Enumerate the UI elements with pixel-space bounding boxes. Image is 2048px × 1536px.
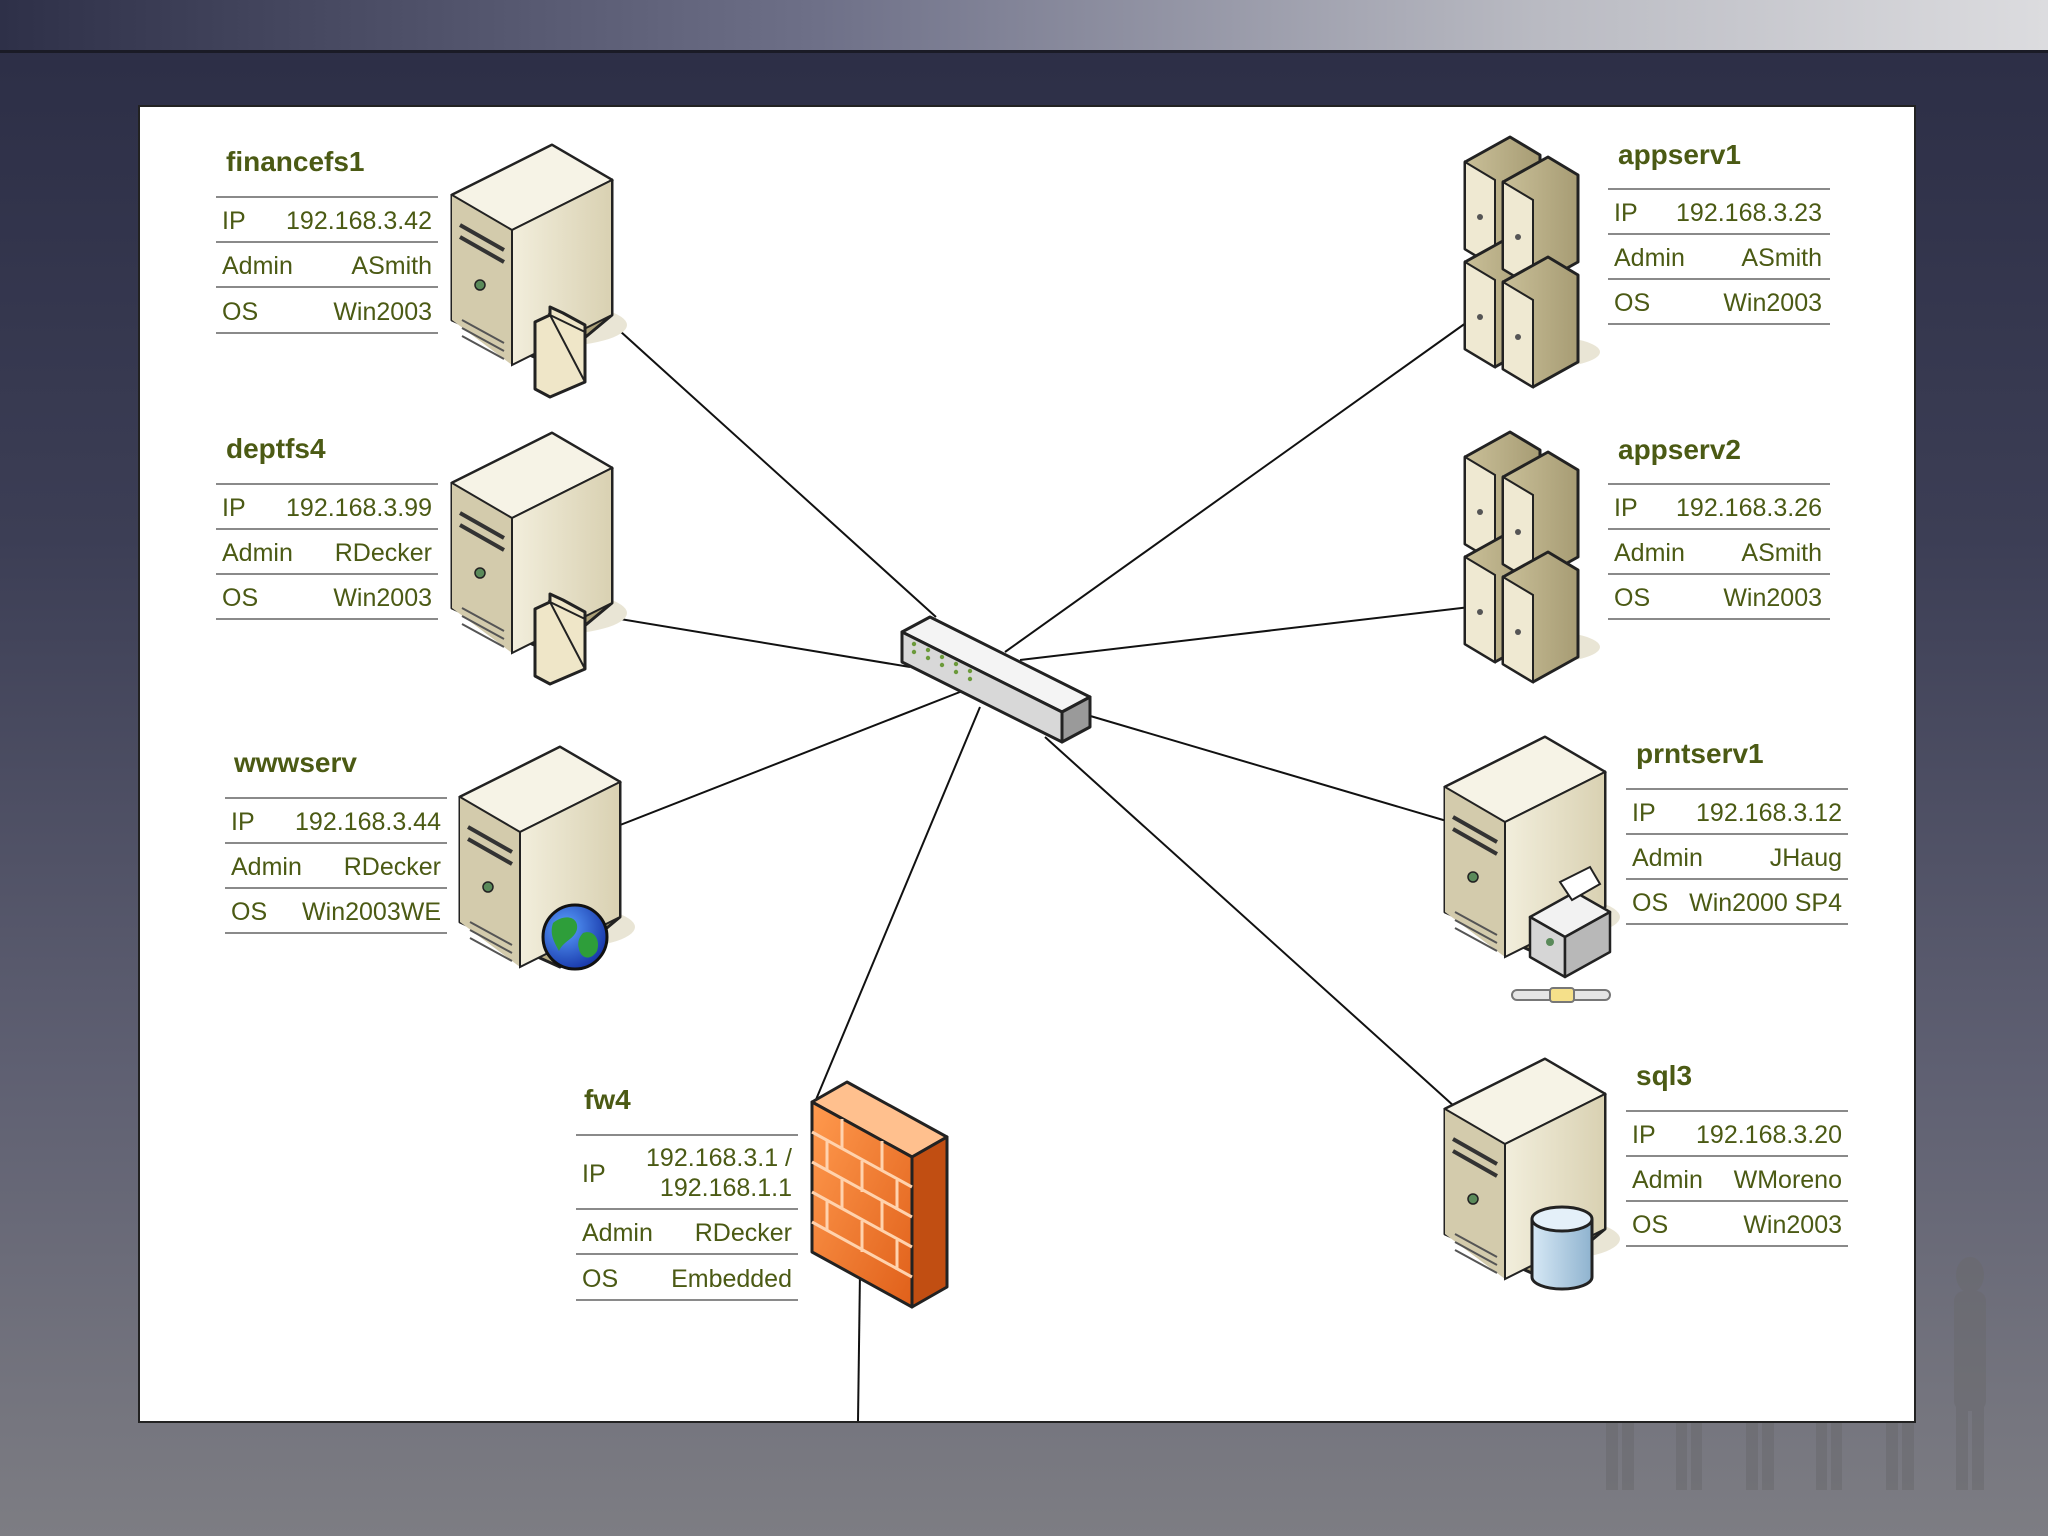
wwwserv-title: wwwserv: [233, 747, 357, 778]
prntserv1-os-label: OS: [1632, 889, 1668, 917]
globe-icon: [541, 903, 609, 971]
sql3-admin-value: WMoreno: [1734, 1166, 1842, 1194]
switch-icon[interactable]: [900, 615, 1092, 744]
fw4-node[interactable]: fw4 IP 192.168.3.1 / 192.168.1.1 Admin R…: [576, 1080, 949, 1309]
sql3-os-label: OS: [1632, 1211, 1668, 1239]
financefs1-admin-value: ASmith: [351, 252, 432, 280]
folder-icon: [533, 305, 587, 399]
link-sql3: [1044, 736, 1456, 1108]
appserv1-os-label: OS: [1614, 289, 1650, 317]
fw4-admin-value: RDecker: [695, 1219, 792, 1247]
firewall-icon[interactable]: [810, 1080, 949, 1309]
financefs1-ip-value: 192.168.3.42: [286, 207, 432, 235]
financefs1-node[interactable]: financefs1 IP 192.168.3.42 Admin ASmith …: [216, 143, 629, 399]
deptfs4-admin-label: Admin: [222, 539, 293, 567]
sql3-node[interactable]: sql3 IP 192.168.3.20 Admin WMoreno OS Wi…: [1443, 1057, 1848, 1291]
wwwserv-ip-label: IP: [231, 808, 255, 836]
wwwserv-os-label: OS: [231, 898, 267, 926]
appserv2-info-table: appserv2 IP 192.168.3.26 Admin ASmith OS…: [1608, 434, 1830, 620]
appserv2-ip-value: 192.168.3.26: [1676, 494, 1822, 522]
wwwserv-ip-value: 192.168.3.44: [295, 808, 441, 836]
fw4-title: fw4: [584, 1084, 631, 1115]
link-wwwserv: [614, 689, 966, 828]
appserv1-ip-label: IP: [1614, 199, 1638, 227]
appserv2-ip-label: IP: [1614, 494, 1638, 522]
financefs1-admin-label: Admin: [222, 252, 293, 280]
appserv2-os-value: Win2003: [1723, 584, 1822, 612]
deptfs4-node[interactable]: deptfs4 IP 192.168.3.99 Admin RDecker OS…: [216, 431, 629, 686]
sql3-ip-value: 192.168.3.20: [1696, 1121, 1842, 1149]
link-appserv1: [1004, 319, 1471, 653]
prntserv1-os-value: Win2000 SP4: [1689, 889, 1842, 917]
printer-icon: [1528, 865, 1612, 979]
appserv2-title: appserv2: [1618, 434, 1741, 465]
deptfs4-os-label: OS: [222, 584, 258, 612]
fw4-os-value: Embedded: [671, 1265, 792, 1293]
deptfs4-os-value: Win2003: [333, 584, 432, 612]
deptfs4-ip-label: IP: [222, 494, 246, 522]
fw4-admin-label: Admin: [582, 1219, 653, 1247]
appserv1-os-value: Win2003: [1723, 289, 1822, 317]
prntserv1-ip-value: 192.168.3.12: [1696, 799, 1842, 827]
fw4-info-table: fw4 IP 192.168.3.1 / 192.168.1.1 Admin R…: [576, 1084, 798, 1301]
appserv1-ip-value: 192.168.3.23: [1676, 199, 1822, 227]
appserv2-os-label: OS: [1614, 584, 1650, 612]
sql3-ip-label: IP: [1632, 1121, 1656, 1149]
network-diagram-panel: financefs1 IP 192.168.3.42 Admin ASmith …: [138, 105, 1916, 1423]
prntserv1-info-table: prntserv1 IP 192.168.3.12 Admin JHaug OS…: [1626, 738, 1848, 925]
appserv1-admin-label: Admin: [1614, 244, 1685, 272]
network-connector-icon: [1511, 987, 1611, 1003]
link-fw4-external: [857, 1271, 861, 1421]
fw4-ip-value-line2: 192.168.1.1: [660, 1174, 792, 1202]
link-prntserv1: [1069, 709, 1451, 823]
deptfs4-title: deptfs4: [226, 433, 326, 464]
folder-icon: [533, 592, 587, 686]
link-financefs1: [609, 321, 937, 618]
appserv1-node[interactable]: appserv1 IP 192.168.3.23 Admin ASmith OS…: [1463, 135, 1830, 389]
financefs1-info-table: financefs1 IP 192.168.3.42 Admin ASmith …: [216, 146, 438, 334]
sql3-info-table: sql3 IP 192.168.3.20 Admin WMoreno OS Wi…: [1626, 1060, 1848, 1247]
wwwserv-os-value: Win2003WE: [302, 898, 441, 926]
financefs1-title: financefs1: [226, 146, 365, 177]
wwwserv-admin-label: Admin: [231, 853, 302, 881]
prntserv1-admin-label: Admin: [1632, 844, 1703, 872]
appserv1-title: appserv1: [1618, 139, 1741, 170]
link-fw4: [814, 706, 981, 1103]
appserv2-node[interactable]: appserv2 IP 192.168.3.26 Admin ASmith OS…: [1463, 430, 1830, 684]
prntserv1-node[interactable]: prntserv1 IP 192.168.3.12 Admin JHaug OS…: [1443, 735, 1848, 1003]
slide-top-bar: [0, 0, 2048, 53]
wwwserv-admin-value: RDecker: [344, 853, 441, 881]
fw4-os-label: OS: [582, 1265, 618, 1293]
fw4-ip-label: IP: [582, 1160, 606, 1188]
sql3-admin-label: Admin: [1632, 1166, 1703, 1194]
appserv1-admin-value: ASmith: [1741, 244, 1822, 272]
deptfs4-ip-value: 192.168.3.99: [286, 494, 432, 522]
link-appserv2: [1019, 606, 1471, 661]
prntserv1-title: prntserv1: [1636, 738, 1764, 769]
network-diagram: financefs1 IP 192.168.3.42 Admin ASmith …: [216, 135, 1848, 1421]
wwwserv-node[interactable]: wwwserv IP 192.168.3.44 Admin RDecker OS…: [225, 745, 637, 971]
wwwserv-info-table: wwwserv IP 192.168.3.44 Admin RDecker OS…: [225, 747, 447, 934]
server-cluster-icon[interactable]: [1463, 430, 1602, 684]
link-deptfs4: [619, 618, 911, 668]
financefs1-ip-label: IP: [222, 207, 246, 235]
sql3-title: sql3: [1636, 1060, 1692, 1091]
deptfs4-info-table: deptfs4 IP 192.168.3.99 Admin RDecker OS…: [216, 433, 438, 620]
prntserv1-admin-value: JHaug: [1770, 844, 1842, 872]
appserv2-admin-value: ASmith: [1741, 539, 1822, 567]
server-cluster-icon[interactable]: [1463, 135, 1602, 389]
prntserv1-ip-label: IP: [1632, 799, 1656, 827]
sql3-os-value: Win2003: [1743, 1211, 1842, 1239]
database-icon: [1530, 1205, 1594, 1291]
financefs1-os-label: OS: [222, 298, 258, 326]
financefs1-os-value: Win2003: [333, 298, 432, 326]
fw4-ip-value-line1: 192.168.3.1 /: [646, 1144, 792, 1172]
appserv2-admin-label: Admin: [1614, 539, 1685, 567]
connection-lines: [609, 319, 1471, 1421]
deptfs4-admin-value: RDecker: [335, 539, 432, 567]
appserv1-info-table: appserv1 IP 192.168.3.23 Admin ASmith OS…: [1608, 139, 1830, 325]
